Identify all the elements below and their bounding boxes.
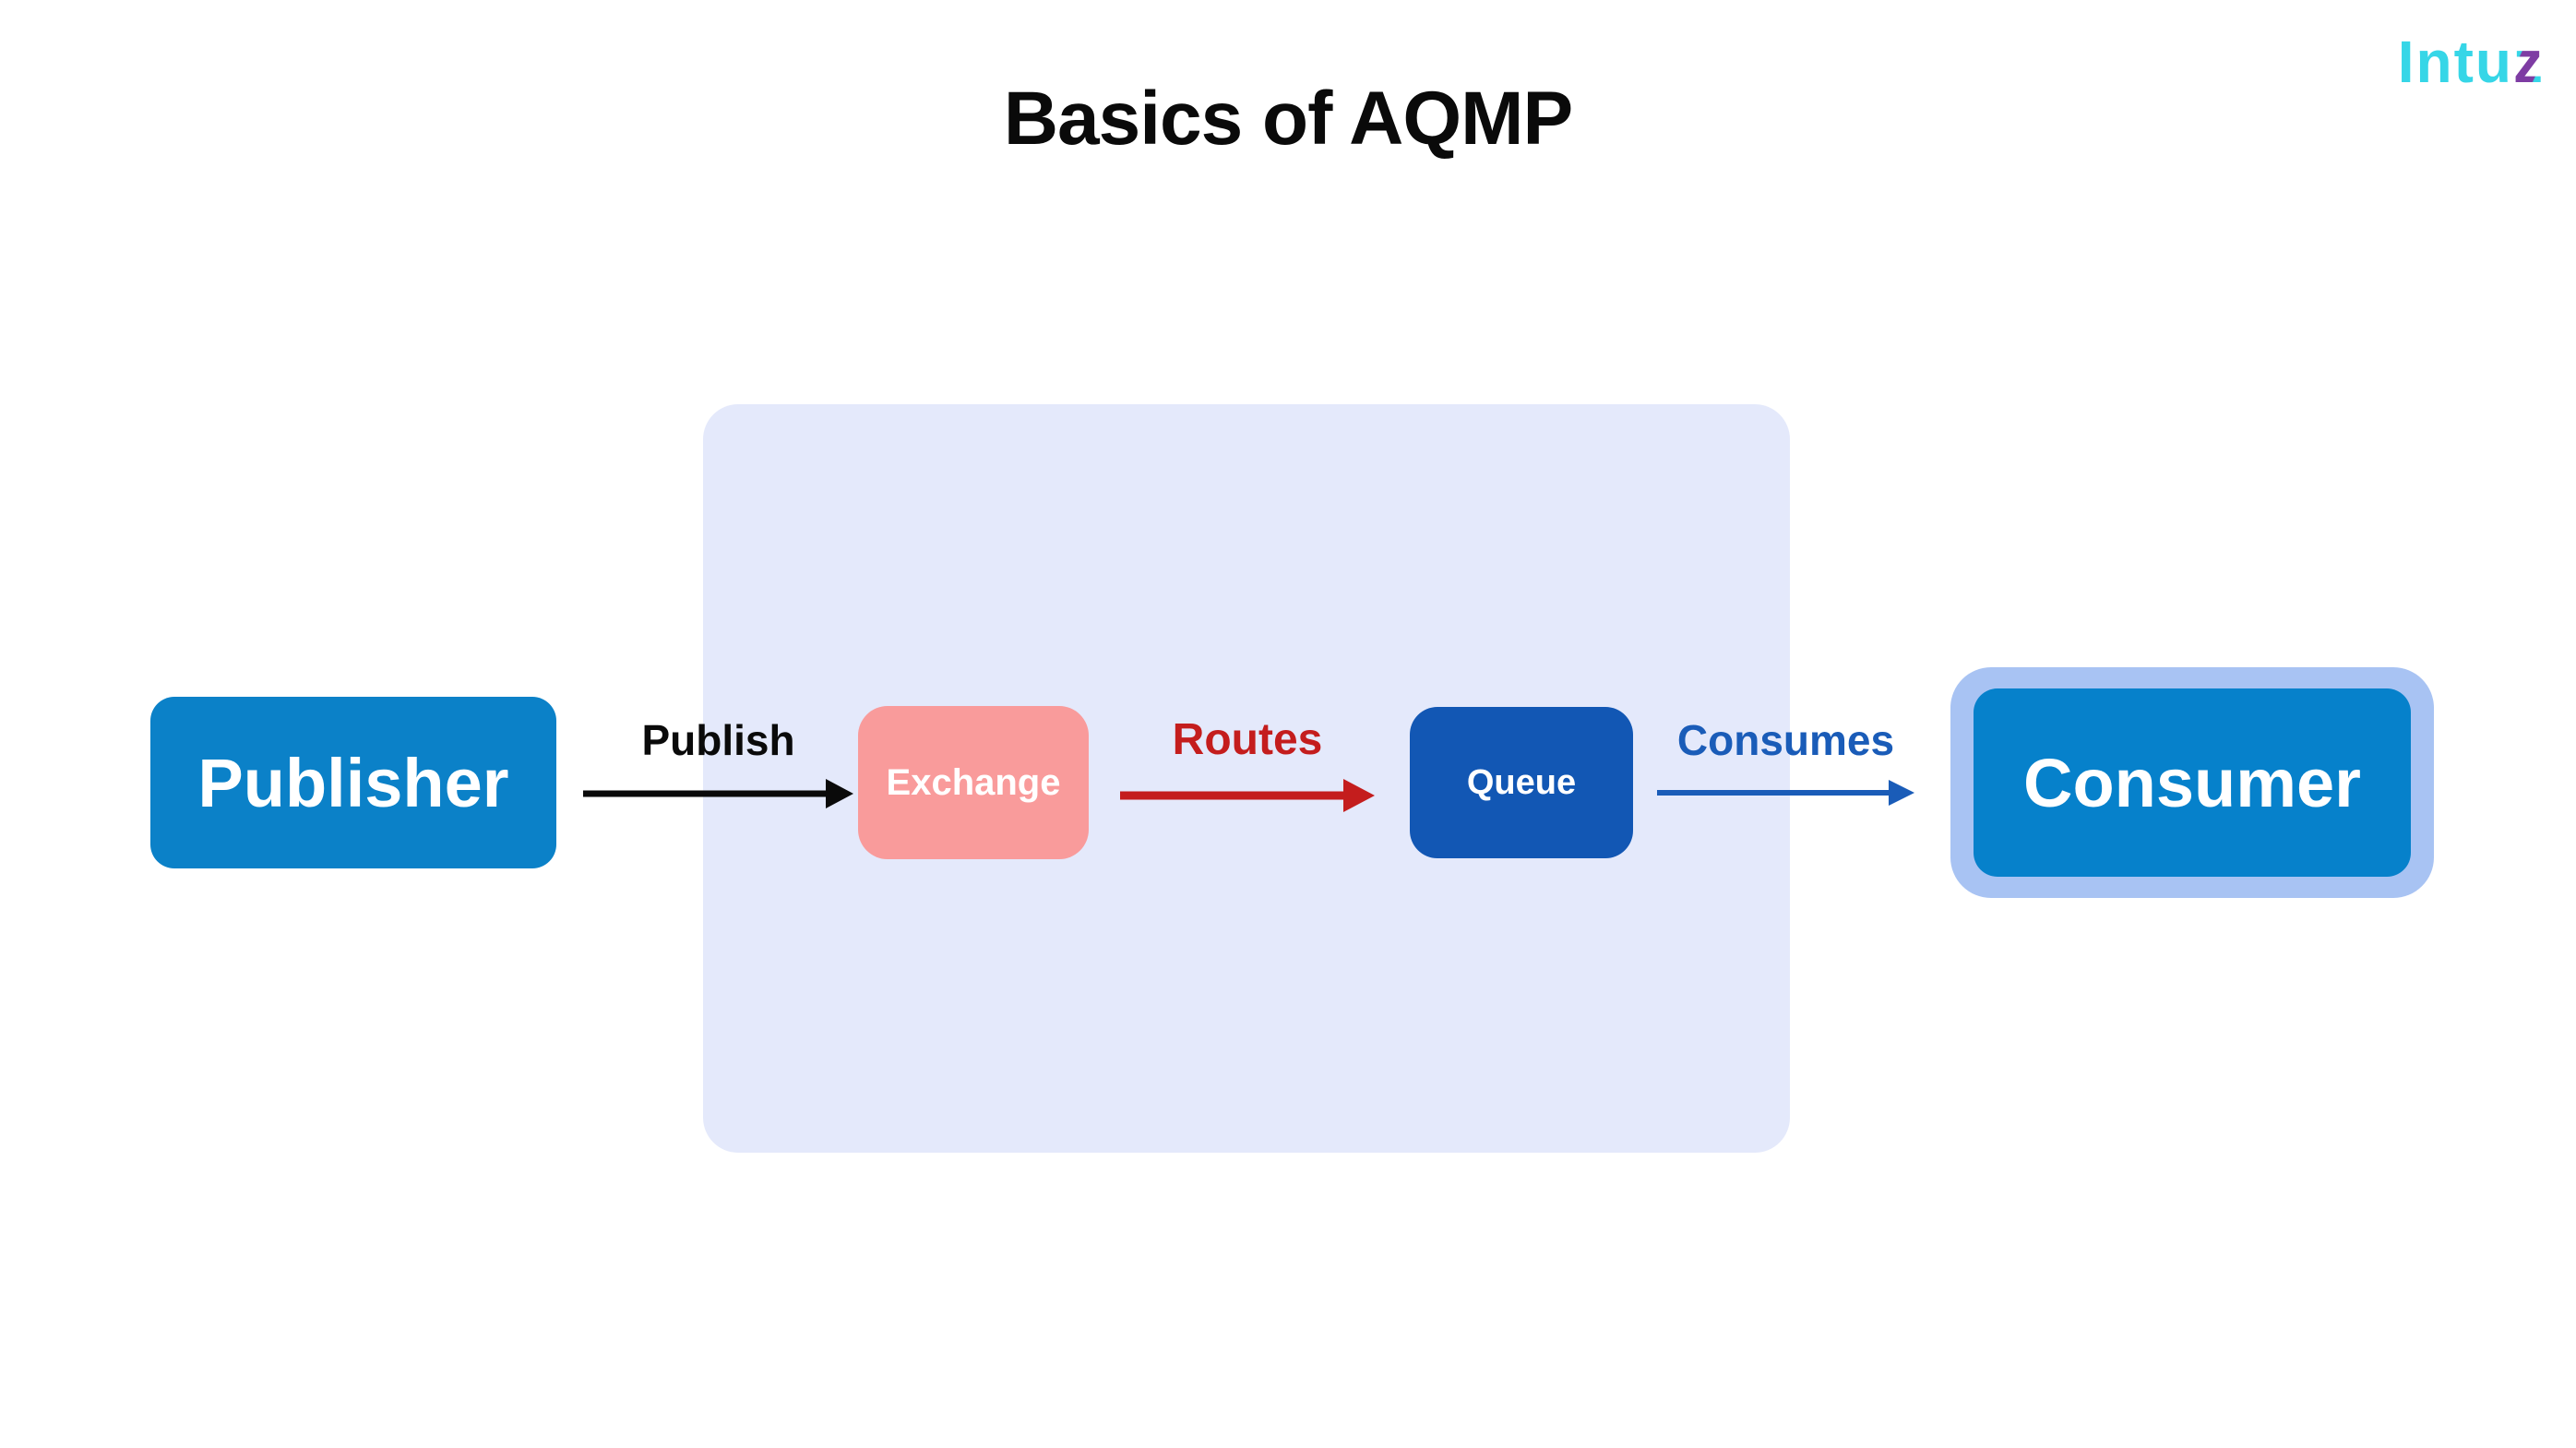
node-publisher-label: Publisher	[197, 744, 509, 821]
edge-consumes: Consumes	[1657, 714, 1914, 807]
publish-arrowhead-icon	[826, 778, 853, 808]
node-queue-label: Queue	[1466, 762, 1577, 802]
node-consumer: Consumer	[1974, 688, 2411, 877]
edge-publish-label: Publish	[641, 716, 795, 764]
page-title: Basics of AQMP	[1003, 77, 1573, 161]
node-exchange: Exchange	[858, 706, 1089, 859]
routes-arrow-line	[1120, 791, 1349, 800]
node-queue: Queue	[1410, 707, 1633, 858]
publish-arrow-line	[583, 790, 829, 796]
edge-consumes-label: Consumes	[1676, 716, 1895, 764]
consumes-arrowhead-icon	[1889, 779, 1914, 806]
intuz-logo-main: Intu	[2397, 29, 2513, 95]
intuz-logo: Intuz	[2398, 28, 2545, 96]
consumes-arrow	[1657, 779, 1914, 807]
node-publisher: Publisher	[150, 697, 556, 868]
consumes-arrow-line	[1657, 789, 1892, 796]
node-consumer-label: Consumer	[2023, 744, 2361, 821]
node-consumer-border: Consumer	[1950, 667, 2434, 898]
node-exchange-label: Exchange	[886, 761, 1061, 803]
intuz-logo-z: z	[2513, 29, 2545, 95]
edge-publish: Publish	[583, 714, 853, 808]
publish-arrow	[583, 778, 853, 808]
edge-routes-label: Routes	[1172, 715, 1323, 764]
routes-arrow	[1120, 779, 1375, 812]
routes-arrowhead-icon	[1343, 779, 1375, 812]
edge-routes: Routes	[1120, 712, 1375, 812]
